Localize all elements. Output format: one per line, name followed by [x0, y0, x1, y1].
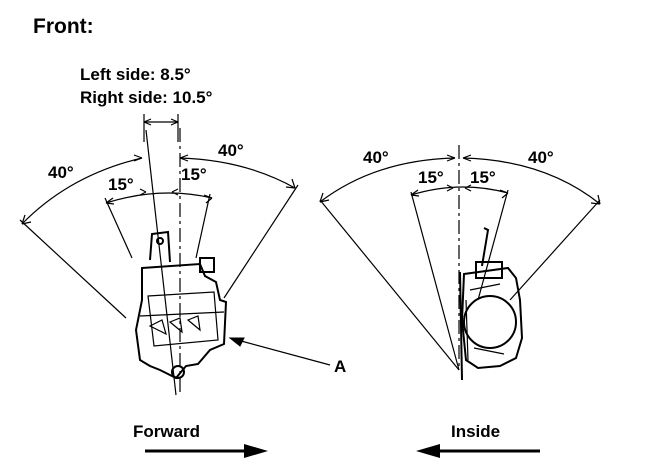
unit-housing	[134, 262, 228, 380]
arc-40-side	[319, 157, 601, 205]
front-view: Left side: 8.5° Right side: 10.5° 40° 40…	[19, 65, 346, 458]
side-view: 40° 40° 15° 15° Inside	[319, 145, 601, 458]
sensor-unit-side	[459, 227, 524, 381]
arc-40-left	[21, 157, 143, 225]
motor-body-side	[463, 295, 517, 349]
tilt-note-right-side: Right side: 10.5°	[80, 88, 213, 107]
callout-arrowhead	[228, 337, 245, 347]
inside-arrowhead	[416, 444, 440, 458]
callout-leader	[229, 337, 331, 366]
limit-line-left-40-side	[319, 199, 460, 371]
arc-15	[105, 192, 213, 204]
unit-detail-marks	[148, 315, 201, 336]
angle-label-inner-left-side: 15°	[418, 168, 444, 187]
mounting-tab	[149, 230, 171, 263]
arc-40-side-arrowheads	[319, 154, 601, 205]
angle-label-inner-right: 15°	[181, 165, 207, 184]
mounting-bracket-side	[459, 227, 490, 381]
limit-line-left-40	[19, 219, 127, 319]
forward-arrowhead	[244, 444, 268, 458]
tilted-unit-axis	[145, 129, 177, 396]
direction-label-forward: Forward	[133, 422, 200, 441]
tilt-angle-bracket	[143, 114, 179, 142]
limit-line-right-40-side	[509, 199, 601, 301]
arc-15-arrowheads	[105, 188, 213, 205]
connector-side	[475, 261, 503, 279]
unit-inner-frame	[139, 291, 225, 347]
tilt-note-left-side: Left side: 8.5°	[80, 65, 191, 84]
tab-hole	[156, 237, 164, 245]
diagram-title: Front:	[33, 15, 94, 38]
unit-housing-side	[460, 266, 524, 370]
limit-line-left-15-side	[410, 191, 460, 371]
connector	[199, 257, 215, 273]
pivot-bolt	[171, 365, 185, 379]
angle-label-outer-left-side: 40°	[363, 148, 389, 167]
direction-label-inside: Inside	[451, 422, 500, 441]
angle-label-inner-right-side: 15°	[470, 168, 496, 187]
limit-line-left-15	[104, 197, 133, 259]
limit-line-right-15	[195, 193, 211, 259]
arc-15-side	[410, 186, 509, 196]
arc-40-right	[179, 157, 296, 189]
side-detail-lines	[465, 283, 505, 361]
sensor-unit-front	[134, 230, 228, 380]
limit-line-right-15-side	[477, 189, 509, 301]
angle-label-outer-left: 40°	[48, 163, 74, 182]
limit-line-right-40	[223, 184, 299, 299]
angle-label-outer-right: 40°	[218, 141, 244, 160]
arc-40-arrowheads	[21, 154, 296, 225]
angle-label-inner-left: 15°	[108, 175, 134, 194]
arc-15-side-arrowheads	[410, 184, 509, 199]
callout-label-a: A	[334, 357, 346, 376]
angle-label-outer-right-side: 40°	[528, 148, 554, 167]
